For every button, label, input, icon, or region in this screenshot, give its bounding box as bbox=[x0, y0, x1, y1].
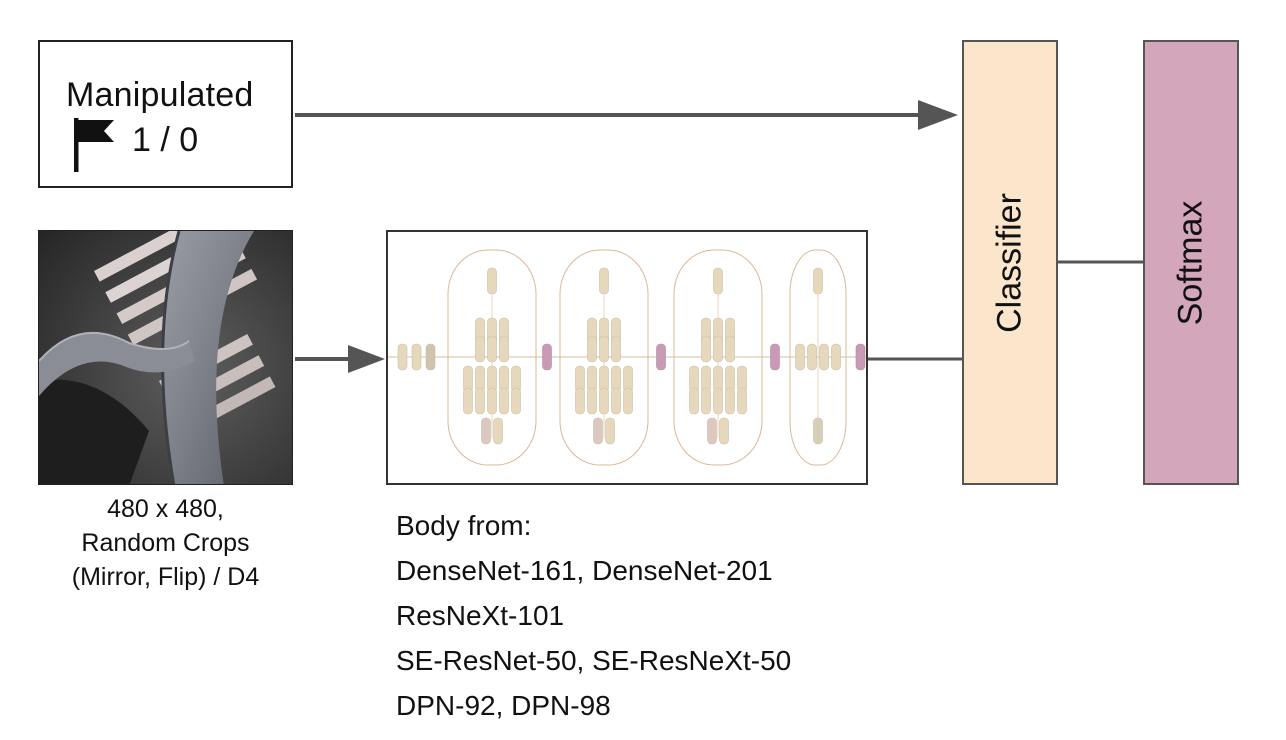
network-body-box bbox=[386, 230, 868, 485]
layer-block bbox=[819, 343, 829, 371]
layer-block bbox=[481, 417, 491, 445]
layer-block bbox=[487, 387, 497, 415]
manipulated-box: Manipulated 1 / 0 bbox=[38, 40, 293, 188]
arrowhead-classifier bbox=[918, 100, 958, 130]
layer-block bbox=[713, 387, 723, 415]
transition-block bbox=[542, 343, 552, 371]
dense-block-outline bbox=[559, 249, 649, 466]
input-image bbox=[38, 230, 293, 485]
layer-block bbox=[813, 417, 823, 445]
layer-block bbox=[689, 387, 699, 415]
layer-block bbox=[611, 387, 621, 415]
softmax-label: Softmax bbox=[1171, 200, 1210, 325]
softmax-block: Softmax bbox=[1143, 40, 1239, 485]
input-image-caption: 480 x 480, Random Crops (Mirror, Flip) /… bbox=[38, 492, 293, 594]
layer-block bbox=[725, 335, 735, 363]
layer-block bbox=[795, 343, 805, 371]
layer-block bbox=[605, 417, 615, 445]
layer-block bbox=[701, 387, 711, 415]
layer-block bbox=[475, 335, 485, 363]
stem-block bbox=[397, 343, 408, 371]
layer-block bbox=[599, 335, 609, 363]
stem-block bbox=[425, 343, 436, 371]
classifier-label: Classifier bbox=[990, 192, 1029, 333]
body-description: Body from: DenseNet-161, DenseNet-201 Re… bbox=[396, 503, 791, 728]
layer-block bbox=[587, 387, 597, 415]
layer-block bbox=[813, 267, 823, 295]
body-heading: Body from: bbox=[396, 510, 532, 541]
layer-block bbox=[719, 417, 729, 445]
classifier-block: Classifier bbox=[962, 40, 1058, 485]
layer-block bbox=[831, 343, 841, 371]
arrowhead-body bbox=[348, 345, 385, 373]
dense-block-outline bbox=[447, 249, 537, 466]
body-model-line: DenseNet-161, DenseNet-201 bbox=[396, 555, 773, 586]
network-body-diagram bbox=[388, 249, 866, 466]
transition-block bbox=[770, 343, 780, 371]
input-image-picture bbox=[39, 231, 292, 484]
caption-line: (Mirror, Flip) / D4 bbox=[71, 563, 260, 591]
layer-block bbox=[511, 387, 521, 415]
layer-block bbox=[599, 387, 609, 415]
transition-block bbox=[656, 343, 666, 371]
layer-block bbox=[737, 387, 747, 415]
manipulated-value: 1 / 0 bbox=[132, 121, 199, 159]
layer-block bbox=[599, 267, 609, 295]
layer-block bbox=[623, 387, 633, 415]
layer-block bbox=[593, 417, 603, 445]
layer-block bbox=[575, 387, 585, 415]
layer-block bbox=[487, 335, 497, 363]
layer-block bbox=[713, 335, 723, 363]
layer-block bbox=[587, 335, 597, 363]
manipulated-title: Manipulated bbox=[66, 76, 254, 114]
layer-block bbox=[493, 417, 503, 445]
body-model-line: SE-ResNet-50, SE-ResNeXt-50 bbox=[396, 645, 792, 676]
caption-line: Random Crops bbox=[81, 529, 250, 557]
layer-block bbox=[463, 387, 473, 415]
transition-block bbox=[855, 343, 866, 371]
layer-block bbox=[611, 335, 621, 363]
stem-block bbox=[411, 343, 422, 371]
flag-icon bbox=[74, 118, 114, 172]
dense-block-outline bbox=[673, 249, 763, 466]
layer-block bbox=[707, 417, 717, 445]
layer-block bbox=[713, 267, 723, 295]
dense-block-outline bbox=[789, 249, 847, 466]
layer-block bbox=[487, 267, 497, 295]
layer-block bbox=[475, 387, 485, 415]
layer-block bbox=[701, 335, 711, 363]
body-model-line: DPN-92, DPN-98 bbox=[396, 690, 611, 721]
layer-block bbox=[499, 335, 509, 363]
body-model-line: ResNeXt-101 bbox=[396, 600, 565, 631]
layer-block bbox=[725, 387, 735, 415]
layer-block bbox=[807, 343, 817, 371]
caption-line: 480 x 480, bbox=[107, 495, 224, 523]
layer-block bbox=[499, 387, 509, 415]
